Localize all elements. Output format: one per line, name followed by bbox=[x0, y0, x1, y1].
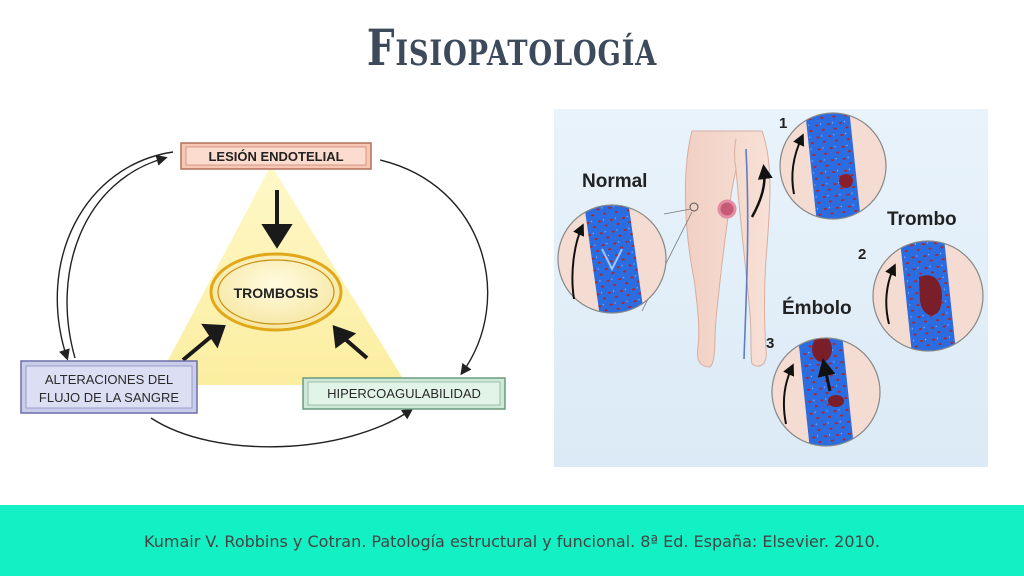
vessel-normal bbox=[557, 204, 667, 314]
trombo-label: Trombo bbox=[887, 209, 957, 230]
citation-text: Kumair V. Robbins y Cotran. Patología es… bbox=[144, 532, 880, 551]
step-1-number: 1 bbox=[779, 115, 787, 132]
slide-title: Fisiopatología bbox=[366, 18, 658, 77]
trombosis-label: TROMBOSIS bbox=[234, 285, 319, 301]
thrombus-embolus-illustration: Normal Trombo Émbolo 1 2 3 bbox=[554, 109, 988, 467]
alteraciones-label-line2: FLUJO DE LA SANGRE bbox=[39, 390, 179, 405]
hipercoagulabilidad-label: HIPERCOAGULABILIDAD bbox=[327, 386, 481, 401]
step-2-number: 2 bbox=[858, 246, 866, 263]
box-hipercoagulabilidad: HIPERCOAGULABILIDAD bbox=[302, 377, 506, 410]
alteraciones-label-line1: ALTERACIONES DEL bbox=[45, 372, 173, 387]
virchow-triad-diagram: TROMBOSIS LESIÓN ENDOTELIAL ALTERACIONES… bbox=[20, 142, 506, 448]
embolo-label: Émbolo bbox=[782, 297, 852, 319]
box-lesion-endotelial: LESIÓN ENDOTELIAL bbox=[180, 142, 372, 170]
lesion-endotelial-label: LESIÓN ENDOTELIAL bbox=[208, 149, 343, 164]
step-3-number: 3 bbox=[766, 335, 774, 352]
trombosis-oval: TROMBOSIS bbox=[209, 252, 343, 332]
vessel-step-2 bbox=[872, 240, 984, 352]
normal-label: Normal bbox=[582, 171, 647, 192]
box-alteraciones-flujo: ALTERACIONES DEL FLUJO DE LA SANGRE bbox=[20, 360, 198, 414]
vessel-step-1 bbox=[779, 112, 887, 220]
inner-arrows bbox=[181, 190, 369, 362]
vessel-step-3 bbox=[771, 337, 881, 447]
citation-footer: Kumair V. Robbins y Cotran. Patología es… bbox=[0, 505, 1024, 576]
cycle-arrows bbox=[56, 151, 489, 448]
legs-figure bbox=[684, 130, 771, 368]
